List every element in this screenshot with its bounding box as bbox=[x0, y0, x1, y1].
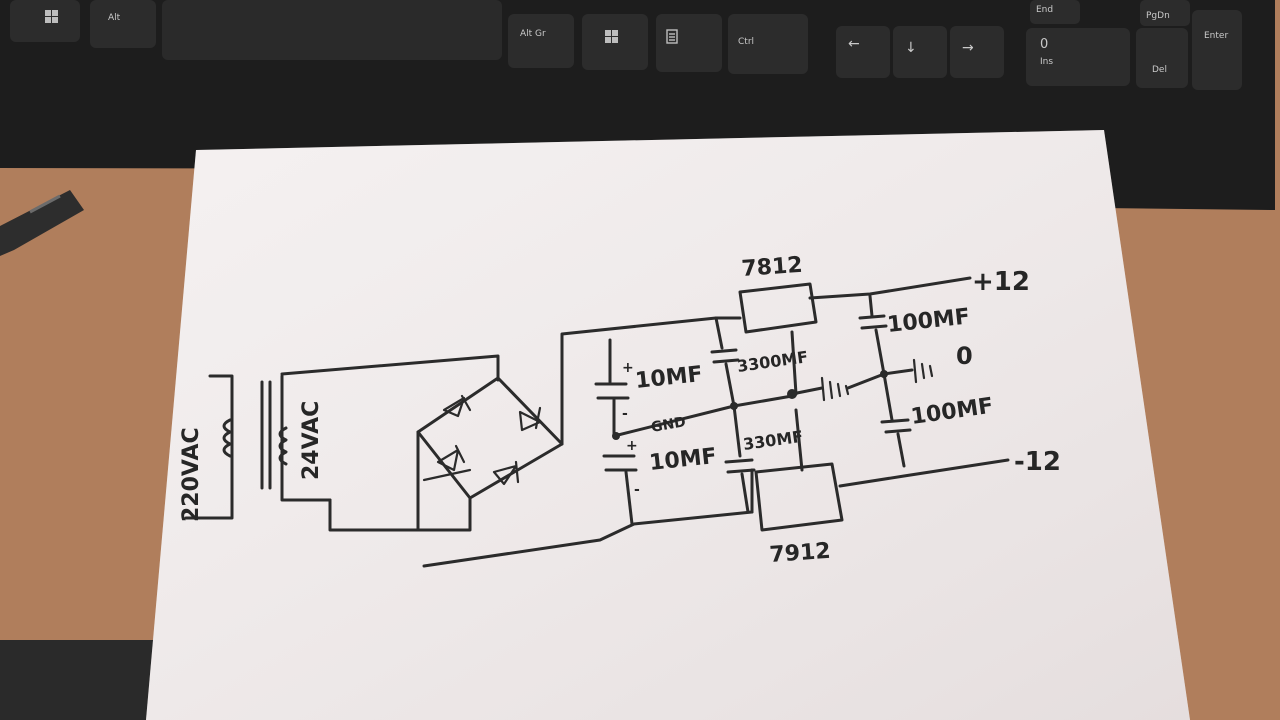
cap330-plate bbox=[724, 458, 754, 464]
cap330-wire-bottom bbox=[740, 472, 750, 514]
key-label-enter: Enter bbox=[1204, 31, 1228, 41]
key-label-end: End bbox=[1036, 5, 1053, 15]
cap3300-wire-top bbox=[714, 316, 724, 350]
menu-icon bbox=[666, 29, 678, 44]
key-label-arrow-down: ↓ bbox=[905, 40, 917, 56]
ground-to-ground-symbol bbox=[790, 386, 824, 396]
ground-output-label: 0 bbox=[956, 342, 973, 370]
diode-icon bbox=[518, 406, 542, 432]
secondary-coil bbox=[278, 426, 288, 466]
ground-symbol bbox=[820, 376, 850, 402]
cap-minus-sign: - bbox=[622, 406, 628, 422]
paper-shading bbox=[146, 130, 1190, 720]
key-label-alt-gr: Alt Gr bbox=[520, 29, 546, 39]
key-pgdn bbox=[1140, 0, 1190, 26]
cap-plus-sign: + bbox=[622, 360, 634, 376]
cap-plus-sign-2: + bbox=[626, 438, 638, 454]
primary-coil bbox=[222, 418, 232, 458]
key-label-pgdn: PgDn bbox=[1146, 11, 1170, 21]
key-label-arrow-left: ← bbox=[848, 36, 860, 52]
key-numpad-del bbox=[1136, 28, 1188, 88]
cap3300-plate bbox=[710, 348, 738, 354]
key-label-alt: Alt bbox=[108, 13, 121, 23]
diode-icon bbox=[436, 444, 466, 472]
key-numpad-enter bbox=[1192, 10, 1242, 90]
desk-mat bbox=[0, 640, 160, 720]
cap-minus-sign-2: - bbox=[634, 482, 640, 498]
regulator-7912-label: 7912 bbox=[769, 539, 832, 568]
key-label-zero: 0 bbox=[1040, 37, 1048, 52]
key-label-ctrl: Ctrl bbox=[738, 37, 754, 47]
reg-7912-ground-pin bbox=[794, 408, 804, 472]
key-label-arrow-right: → bbox=[962, 40, 974, 56]
windows-icon bbox=[605, 30, 618, 43]
transformer bbox=[184, 374, 332, 520]
pos-output-label: +12 bbox=[972, 267, 1030, 297]
diode-icon bbox=[442, 394, 472, 418]
key-label-del: Del bbox=[1152, 65, 1167, 75]
cap3300-plate2 bbox=[712, 358, 740, 364]
windows-icon bbox=[45, 10, 58, 23]
neg-output-label: -12 bbox=[1014, 447, 1061, 477]
cap-vertical-wire bbox=[724, 362, 742, 458]
cap100-wire-top bbox=[868, 294, 874, 318]
positive-bus bbox=[560, 316, 742, 446]
diode-icon bbox=[492, 460, 520, 486]
pos-output-wire bbox=[808, 276, 972, 300]
cap100-bottom-plate bbox=[880, 418, 910, 424]
cap100-bottom-plate2 bbox=[884, 428, 912, 434]
cap100-top-plate bbox=[858, 314, 886, 320]
secondary-voltage-label: 24VAC bbox=[299, 401, 324, 480]
circuit-schematic: 220VAC 24VAC + - + - 10MF 10M bbox=[179, 253, 1061, 568]
key-ctrl bbox=[728, 14, 808, 74]
ground-symbol bbox=[912, 358, 934, 384]
wire-bottom-to-bridge bbox=[328, 498, 420, 532]
key-menu bbox=[656, 14, 722, 72]
key-arrow-right bbox=[950, 26, 1004, 78]
gnd-node bbox=[612, 432, 620, 440]
wire-top-to-bridge bbox=[280, 354, 500, 382]
pen bbox=[0, 190, 84, 256]
bridge-crossline bbox=[422, 468, 472, 482]
cap100-top-plate2 bbox=[860, 324, 888, 330]
cap330-plate2 bbox=[726, 468, 756, 474]
gnd-label: GND bbox=[650, 414, 687, 436]
cap-bottom-wire bbox=[624, 470, 634, 526]
key-arrow-down bbox=[893, 26, 947, 78]
key-label-ins: Ins bbox=[1040, 57, 1053, 67]
input-voltage-label: 220VAC bbox=[179, 427, 204, 522]
reg-ground-pin bbox=[790, 330, 798, 396]
primary-wire bbox=[184, 374, 234, 520]
key-end bbox=[1030, 0, 1080, 24]
regulator-7912 bbox=[754, 462, 844, 532]
secondary-wire-left bbox=[280, 374, 332, 502]
key-numpad-0 bbox=[1026, 28, 1130, 86]
key-alt bbox=[90, 0, 156, 48]
key-arrow-left bbox=[836, 26, 890, 78]
key-space bbox=[162, 0, 502, 60]
key-alt-gr bbox=[508, 14, 574, 68]
ground-wire-mid bbox=[846, 372, 886, 390]
neg-output-wire bbox=[838, 458, 1010, 488]
bridge-bottom-wire bbox=[416, 430, 472, 532]
cap100-wire-bottom bbox=[896, 432, 906, 468]
negative-bus bbox=[422, 510, 754, 568]
regulator-7812 bbox=[738, 282, 818, 334]
regulator-7812-label: 7812 bbox=[741, 253, 804, 282]
ground-to-output-symbol bbox=[882, 368, 914, 376]
